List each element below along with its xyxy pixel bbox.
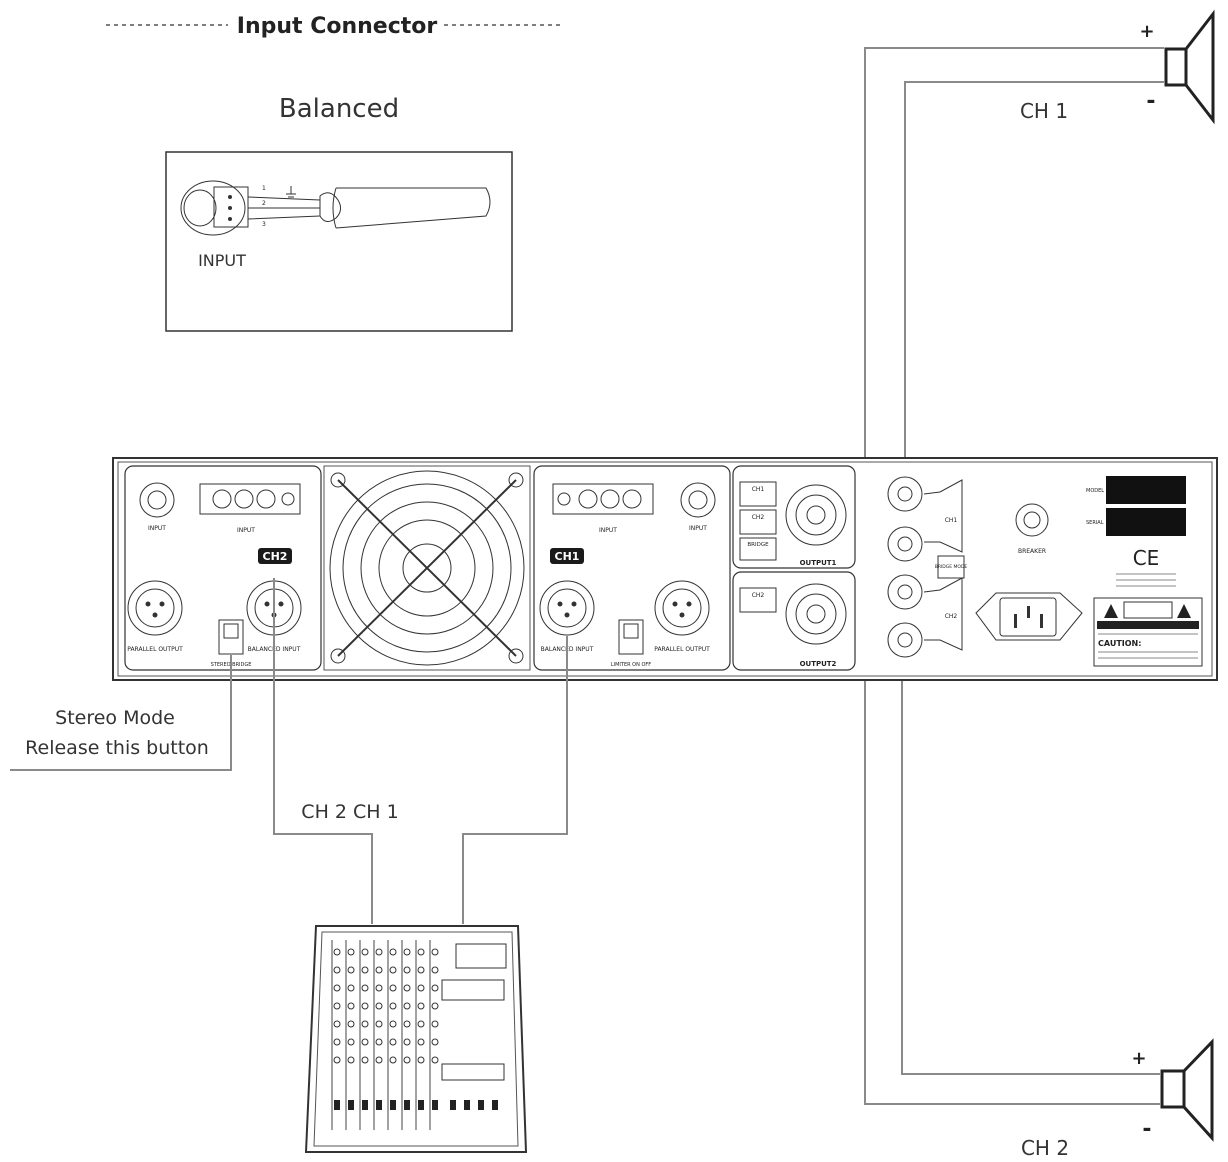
ch2-badge: CH2 (263, 550, 288, 563)
ch1-terminal-label: INPUT (599, 527, 617, 534)
pin-label: 2 (262, 200, 266, 207)
ch1-jack-label: INPUT (689, 525, 707, 532)
terminal-strip-icon (199, 483, 301, 515)
ch1-parallel-output-label: PARALLEL OUTPUT (654, 646, 710, 653)
ch1-badge-bg (550, 548, 584, 564)
mixer-fader (492, 1100, 498, 1110)
speaker-ch1-plus: + (1139, 21, 1154, 42)
mixer-channel-label: CH 2 CH 1 (301, 801, 398, 823)
mixer-wires (273, 578, 568, 924)
speakon-output2-icon (785, 583, 847, 645)
caution-plate: CAUTION: (1093, 597, 1203, 667)
ch1-input-panel: INPUT INPUT CH1 BALANCED INPUT LIMITER O… (533, 465, 731, 671)
speaker-ch2: + - CH 2 (1021, 1038, 1214, 1160)
mixer-channel-strip (387, 940, 397, 1130)
pin-label: 3 (262, 221, 266, 228)
input-jack-icon (139, 482, 175, 518)
xlr-output-icon (127, 580, 183, 636)
serial-label: SERIAL (1086, 520, 1104, 526)
ch2-jack-label: INPUT (148, 525, 166, 532)
output1-label: OUTPUT1 (800, 559, 837, 567)
mixer-channel-strips (331, 940, 498, 1130)
note-leader-line (10, 655, 232, 771)
fan-icon (323, 465, 531, 671)
speakon-bridge-tag: BRIDGE (747, 542, 769, 548)
model-label: MODEL (1086, 488, 1104, 494)
mixer-channel-strip (345, 940, 355, 1130)
mixer-channel-strip (429, 940, 439, 1130)
xlr-output-icon (654, 580, 710, 636)
page-title: Input Connector (237, 14, 438, 39)
speaker-ch1-minus: - (1146, 89, 1155, 114)
speakon-ch2-tag: CH2 (752, 514, 765, 521)
terminal-strip-icon (552, 483, 654, 515)
speakon-output1-icon (785, 484, 847, 546)
posts-ch1-label: CH1 (945, 517, 958, 524)
stereo-bridge-switch (218, 619, 244, 655)
mixer-channel-strip (401, 940, 411, 1130)
posts-ch2-label: CH2 (945, 613, 958, 620)
ch1-switch-label: LIMITER ON OFF (611, 662, 651, 668)
speaker-icon (1164, 9, 1215, 125)
ch2-input-panel: INPUT INPUT CH2 PARALLEL OUTPUT (124, 465, 322, 671)
connector-heading: Balanced (279, 94, 399, 124)
pin-label: 1 (262, 185, 266, 192)
speaker-icon (1160, 1038, 1214, 1142)
ce-mark: CE (1133, 546, 1160, 570)
amplifier-rear-panel: INPUT INPUT CH2 PARALLEL OUTPUT (112, 457, 1218, 681)
mixer-channel-strip (373, 940, 383, 1130)
ch2-terminal-label: INPUT (237, 527, 255, 534)
limiter-switch (618, 619, 644, 655)
speaker-ch1-label: CH 1 (1020, 99, 1068, 123)
speaker-ch2-label: CH 2 (1021, 1136, 1069, 1160)
input-label: INPUT (198, 251, 246, 270)
label-plate: MODEL SERIAL CE (1086, 476, 1186, 587)
mixer-channel-strip (415, 940, 425, 1130)
binding-posts: CH1 BRIDGE MODE CH2 (887, 476, 968, 658)
breaker-icon (1015, 503, 1049, 537)
ch2-badge-bg (258, 548, 292, 564)
stereo-mode-note-line2: Release this button (25, 737, 209, 759)
connector-box: 1 2 3 INPUT (165, 151, 513, 332)
mixer-fader (478, 1100, 484, 1110)
ch2-parallel-output-label: PARALLEL OUTPUT (127, 646, 183, 653)
speakon-ch1-tag: CH1 (752, 486, 765, 493)
xlr-plug-icon: 1 2 3 (180, 180, 296, 236)
speaker-ch2-plus: + (1131, 1048, 1146, 1069)
mixer-fader (450, 1100, 456, 1110)
cable-icon (247, 187, 491, 229)
mixer-fader (464, 1100, 470, 1110)
posts-mode-label: BRIDGE MODE (935, 564, 968, 570)
input-jack-icon (680, 482, 716, 518)
power-inlet-icon (975, 592, 1083, 641)
speaker-ch1: + - CH 1 (1020, 9, 1215, 125)
stereo-mode-note-line1: Stereo Mode (55, 707, 175, 729)
xlr-input-icon (539, 580, 595, 636)
speakon-section: CH1 CH2 BRIDGE CH2 OUTPUT1 OUTPUT2 (732, 465, 856, 671)
speaker-ch2-minus: - (1142, 1117, 1151, 1142)
mixer-channel-strip (331, 940, 341, 1130)
speakon2-ch2-tag: CH2 (752, 592, 765, 599)
caution-label: CAUTION: (1098, 639, 1141, 648)
ch1-badge: CH1 (555, 550, 580, 563)
mixer-channel-strip (359, 940, 369, 1130)
output2-label: OUTPUT2 (800, 660, 837, 668)
breaker-label: BREAKER (1018, 548, 1046, 555)
